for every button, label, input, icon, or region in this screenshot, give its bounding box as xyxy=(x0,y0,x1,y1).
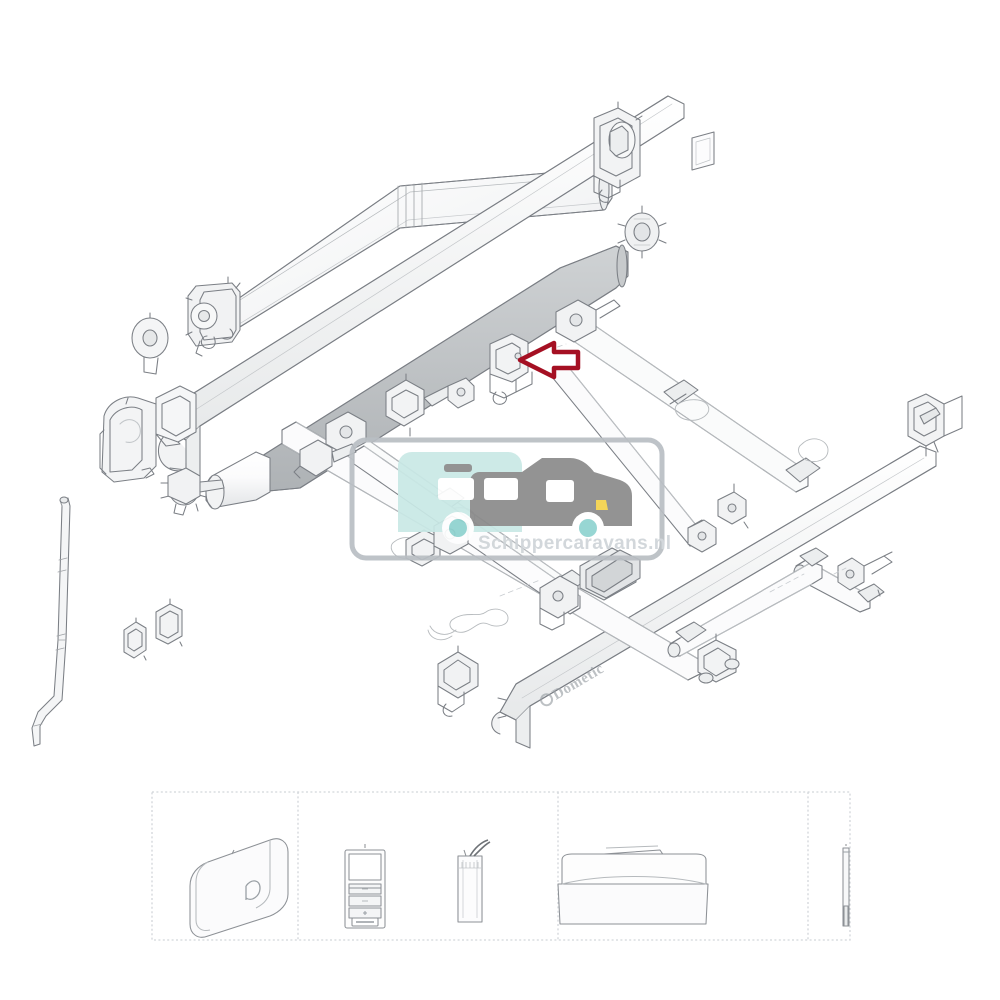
support-arm-right xyxy=(555,299,821,493)
arm-mount-plate xyxy=(539,575,579,631)
valance-clip xyxy=(385,373,475,437)
gas-strut-upper-end xyxy=(837,551,893,597)
rail-stub xyxy=(155,385,197,447)
caravan-window-right xyxy=(484,478,518,500)
cover-plate xyxy=(691,131,715,171)
legend-icon-remote-control xyxy=(344,844,386,929)
seal-outline-d xyxy=(429,625,457,635)
rail-joint-mid xyxy=(717,483,749,529)
motor-head xyxy=(185,276,241,357)
rail-endcap-small xyxy=(293,439,357,479)
wheel-left xyxy=(449,519,467,537)
small-bracket-b xyxy=(155,598,183,647)
legend-icon-cassette-front-view xyxy=(557,845,709,925)
crank-handle xyxy=(31,496,71,747)
right-wall-bracket-top xyxy=(593,101,643,203)
drive-coupler xyxy=(167,462,225,512)
rail-joint-mid2 xyxy=(687,519,717,553)
watermark-text: Schippercaravans.nl xyxy=(478,533,671,554)
cassette-front-bar xyxy=(491,445,937,749)
front-bar-clip-left xyxy=(437,645,479,717)
red-left-arrow xyxy=(517,340,581,380)
wall-bracket-mid xyxy=(489,333,533,405)
right-end-bracket xyxy=(907,393,963,457)
watermark: Schippercaravans.nl xyxy=(349,437,671,561)
strut-foot-bracket xyxy=(697,633,740,684)
drive-gear-upper xyxy=(617,205,667,259)
legend-icon-end-cap-cover xyxy=(189,838,289,938)
construction-line-2 xyxy=(499,579,541,597)
wheel-right xyxy=(579,519,597,537)
gas-strut-lower xyxy=(667,547,829,658)
legend-icon-motor-cable-unit xyxy=(457,839,491,923)
construction-line-4 xyxy=(833,567,847,575)
van-window xyxy=(546,480,574,502)
headlight xyxy=(596,500,608,510)
roof-vent xyxy=(444,464,472,472)
seal-outline-a xyxy=(449,608,509,633)
legend-outer-border xyxy=(151,791,851,941)
seal-outline-c xyxy=(798,438,829,462)
construction-line-3 xyxy=(769,573,805,593)
arm-shoulder-joint xyxy=(555,299,621,343)
idler-wheel xyxy=(131,312,169,375)
legend-icon-crank-rod xyxy=(842,844,850,927)
caravan-window-left xyxy=(438,478,474,500)
seal-outline-e xyxy=(427,629,453,641)
small-bracket-a xyxy=(123,617,147,661)
cassette-top-rail xyxy=(157,95,685,481)
legend-panel xyxy=(151,791,851,941)
left-end-cap xyxy=(99,396,157,483)
